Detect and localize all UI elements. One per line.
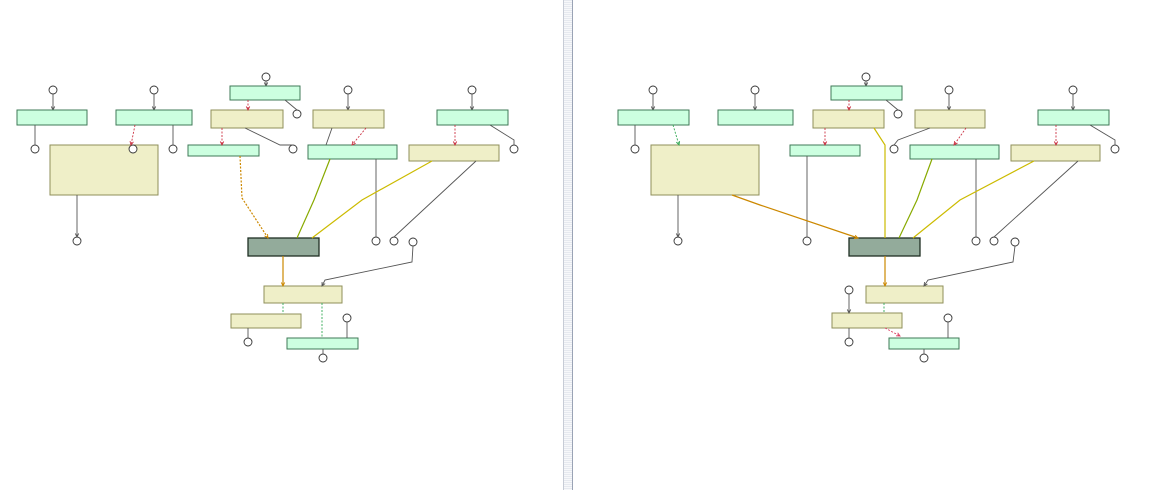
r-edge-c-d-arrowhead bbox=[846, 106, 852, 112]
edge-i-hub bbox=[296, 158, 331, 239]
edge-hub-k-arrowhead bbox=[280, 282, 286, 288]
r-edge-hub-k-arrowhead bbox=[882, 282, 888, 288]
r-edge-l-m bbox=[884, 327, 901, 337]
r-top-port-2[interactable] bbox=[750, 85, 760, 95]
r-edge-d-hub bbox=[873, 127, 886, 238]
node-g[interactable] bbox=[49, 144, 159, 196]
edge-e-i bbox=[325, 127, 333, 146]
r-link-g-port-arrowhead bbox=[675, 233, 681, 239]
edge-j-hub bbox=[311, 160, 433, 239]
r-side-port-1[interactable] bbox=[630, 144, 640, 154]
r-side-port-12[interactable] bbox=[943, 313, 953, 323]
edge-b-g-arrowhead bbox=[129, 141, 134, 147]
r-node-i[interactable] bbox=[909, 144, 1000, 160]
r-link-f-port bbox=[1089, 124, 1116, 145]
node-m[interactable] bbox=[286, 337, 359, 350]
r-node-k[interactable] bbox=[865, 285, 944, 304]
r-link-e-port bbox=[893, 127, 931, 146]
r-edge-g-hub bbox=[731, 194, 859, 239]
r-node-a[interactable] bbox=[617, 109, 690, 126]
r-edge-port-k bbox=[923, 245, 1016, 287]
r-link-c-port bbox=[885, 99, 899, 111]
r-link-j-port bbox=[993, 160, 1079, 238]
edge-e-i2-arrowhead bbox=[351, 141, 356, 146]
link-j-port bbox=[393, 160, 477, 238]
link-d-port bbox=[244, 127, 293, 146]
link-g-port-arrowhead bbox=[74, 233, 80, 239]
node-j[interactable] bbox=[408, 144, 500, 162]
r-side-port-5[interactable] bbox=[673, 236, 683, 246]
r-node-m[interactable] bbox=[888, 337, 960, 350]
edge-f-j-arrowhead bbox=[452, 141, 458, 147]
r-side-port-9[interactable] bbox=[1010, 237, 1020, 247]
r-edge-j-hub bbox=[912, 160, 1035, 239]
r-side-port-6[interactable] bbox=[802, 236, 812, 246]
r-top-port-5[interactable] bbox=[1068, 85, 1078, 95]
r-side-port-2[interactable] bbox=[893, 109, 903, 119]
r-top-port-4[interactable] bbox=[944, 85, 954, 95]
r-node-g[interactable] bbox=[650, 144, 760, 196]
r-edge-a-g bbox=[672, 124, 680, 146]
r-edge-port-k-arrowhead bbox=[923, 281, 928, 287]
r-side-port-10[interactable] bbox=[844, 285, 854, 295]
edge-h-hub-arrowhead bbox=[264, 233, 269, 239]
r-link-port-l-arrowhead bbox=[846, 309, 852, 315]
r-edge-e-i-arrowhead bbox=[953, 140, 958, 146]
node-h[interactable] bbox=[187, 144, 260, 157]
edge-d-h-arrowhead bbox=[219, 141, 225, 147]
node-a[interactable] bbox=[16, 109, 88, 126]
r-node-j[interactable] bbox=[1010, 144, 1101, 162]
r-edge-i-hub bbox=[898, 158, 933, 239]
r-edge-d-h-arrowhead bbox=[822, 141, 828, 147]
edge-port-k bbox=[321, 245, 414, 287]
r-side-port-8[interactable] bbox=[989, 236, 999, 246]
r-node-e[interactable] bbox=[914, 109, 986, 129]
r-edge-f-j-arrowhead bbox=[1053, 141, 1059, 147]
r-hub-node[interactable] bbox=[848, 237, 921, 257]
node-d[interactable] bbox=[210, 109, 284, 129]
r-edge-l-m-arrowhead bbox=[895, 332, 901, 337]
r-top-port-3[interactable] bbox=[861, 72, 871, 82]
node-c[interactable] bbox=[229, 85, 301, 101]
edge-c-d-arrowhead bbox=[245, 106, 251, 112]
r-side-port-3[interactable] bbox=[889, 144, 899, 154]
r-side-port-4[interactable] bbox=[1110, 144, 1120, 154]
r-side-port-13[interactable] bbox=[919, 353, 929, 363]
node-b[interactable] bbox=[115, 109, 193, 126]
node-l[interactable] bbox=[230, 313, 302, 329]
r-node-b[interactable] bbox=[717, 109, 794, 126]
r-edge-a-g-arrowhead bbox=[675, 140, 681, 146]
r-node-l[interactable] bbox=[831, 312, 903, 329]
edge-port-k-arrowhead bbox=[321, 281, 326, 287]
r-node-h[interactable] bbox=[789, 144, 861, 157]
r-edge-e-i bbox=[953, 127, 967, 146]
r-side-port-11[interactable] bbox=[844, 337, 854, 347]
link-f-port bbox=[489, 124, 515, 145]
edge-h-hub bbox=[239, 155, 269, 239]
r-top-port-1[interactable] bbox=[648, 85, 658, 95]
node-f[interactable] bbox=[436, 109, 509, 126]
link-c-port bbox=[284, 99, 298, 111]
r-node-f[interactable] bbox=[1037, 109, 1110, 126]
left-diagram-panel bbox=[16, 72, 519, 363]
r-node-c[interactable] bbox=[830, 85, 903, 101]
node-k[interactable] bbox=[263, 285, 343, 304]
r-node-d[interactable] bbox=[812, 109, 885, 129]
r-edge-g-hub-arrowhead bbox=[853, 234, 859, 239]
node-e[interactable] bbox=[312, 109, 385, 129]
side-port-2[interactable] bbox=[128, 144, 138, 154]
panel-splitter[interactable] bbox=[563, 0, 573, 490]
r-side-port-7[interactable] bbox=[971, 236, 981, 246]
edge-e-i2 bbox=[351, 127, 367, 146]
